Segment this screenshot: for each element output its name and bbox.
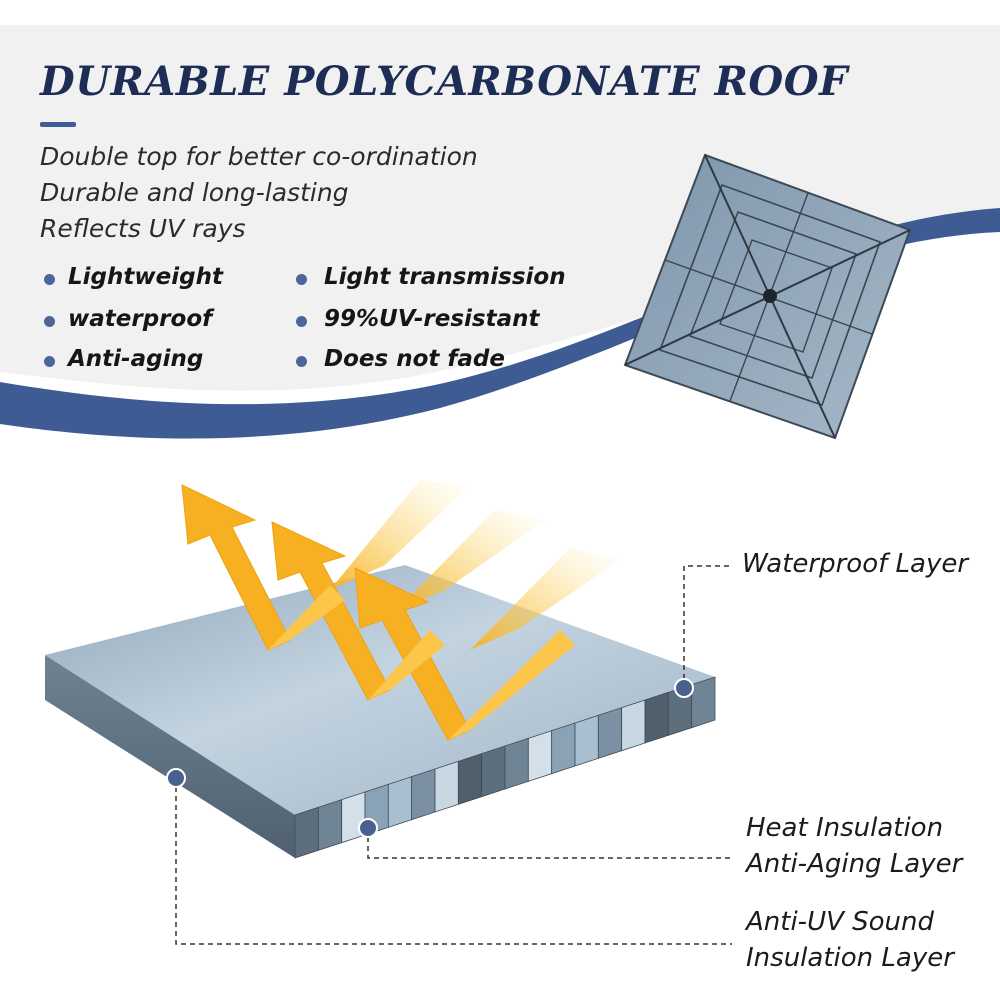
honeycomb-cell (481, 745, 506, 798)
honeycomb-cell (574, 714, 599, 767)
feature-light-transmission: Light transmission (324, 264, 566, 290)
honeycomb-cell (621, 699, 646, 752)
tagline-3: Reflects UV rays (40, 214, 246, 243)
bullet-dot (44, 316, 55, 327)
bullet-dot (44, 274, 55, 285)
honeycomb-cell (294, 806, 319, 859)
feature-anti-aging: Anti-aging (68, 346, 204, 372)
title-underline (40, 122, 76, 127)
feature-lightweight: Lightweight (68, 264, 223, 290)
feature-does-not-fade: Does not fade (324, 346, 505, 372)
label-insulation-layer: Insulation Layer (746, 943, 954, 973)
honeycomb-cell (457, 753, 483, 805)
honeycomb-cell (434, 760, 459, 813)
gazebo-roof-image (623, 153, 912, 440)
tagline-1: Double top for better co-ordination (40, 142, 478, 171)
feature-waterproof: waterproof (68, 306, 213, 332)
bullet-dot (296, 316, 307, 327)
label-waterproof-layer: Waterproof Layer (742, 549, 969, 579)
header-background (0, 25, 1000, 391)
honeycomb-cell (387, 776, 413, 828)
honeycomb-cell (551, 722, 576, 775)
panel-left-side (45, 655, 295, 858)
tagline-2: Durable and long-lasting (40, 178, 349, 207)
label-anti-aging-layer: Anti-Aging Layer (746, 849, 963, 879)
honeycomb-cell (411, 768, 436, 821)
honeycomb-cell (597, 707, 623, 759)
honeycomb-cell (504, 737, 529, 790)
reflection-arrows (181, 484, 575, 741)
honeycomb-cell (691, 676, 716, 729)
honeycomb-cell (527, 730, 553, 782)
sun-rays (330, 480, 620, 650)
bullet-dot (296, 356, 307, 367)
callout-dots (166, 678, 694, 838)
feature-uv-resistant: 99%UV-resistant (324, 306, 540, 332)
label-anti-uv-sound: Anti-UV Sound (746, 907, 935, 937)
bullet-dot (296, 274, 307, 285)
honeycomb-cell (644, 691, 669, 744)
label-heat-insulation: Heat Insulation (746, 813, 944, 843)
bullet-dot (44, 356, 55, 367)
page-title: DURABLE POLYCARBONATE ROOF (40, 58, 848, 105)
honeycomb-cell (317, 799, 343, 851)
